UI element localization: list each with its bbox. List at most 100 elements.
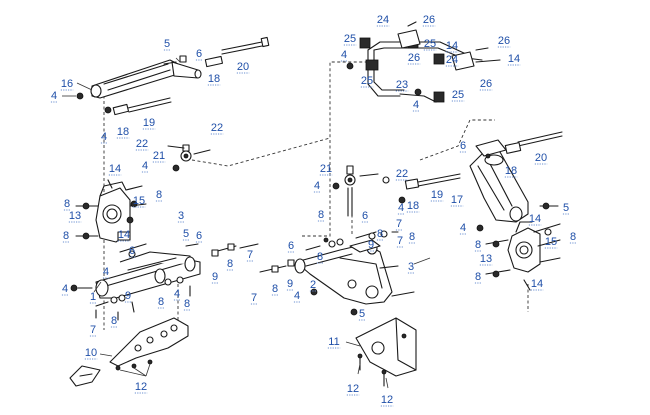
callout-label: 17	[451, 194, 463, 206]
callout-label: 4	[341, 49, 347, 61]
callout-label: 8	[409, 231, 415, 243]
pin-19-right	[398, 173, 461, 204]
callout-label: 4	[62, 283, 68, 295]
callout-label: 4	[142, 160, 148, 172]
callout-label: 11	[328, 336, 339, 348]
ball-joint-21-right	[332, 165, 390, 217]
callout-label: 8	[64, 198, 70, 210]
lower-a-arm-left	[95, 251, 201, 299]
callout-label: 25	[361, 75, 373, 87]
callout-label: 20	[535, 152, 547, 164]
callout-label: 26	[408, 52, 420, 64]
callout-label: 4	[314, 180, 320, 192]
callout-label: 8	[317, 251, 323, 263]
callout-label: 8	[158, 296, 164, 308]
callout-label: 12	[347, 383, 359, 395]
callout-label: 4	[174, 288, 180, 300]
pin-19-left	[127, 97, 172, 113]
callout-label: 13	[480, 253, 492, 265]
callout-label: 18	[505, 165, 517, 177]
bolt-20-right	[485, 131, 563, 159]
nut-4-b	[104, 106, 112, 114]
callout-label: 8	[184, 298, 190, 310]
callout-label: 18	[407, 200, 419, 212]
bolt-5-6-top	[163, 55, 187, 65]
callout-label: 9	[125, 290, 131, 302]
callout-label: 26	[423, 14, 435, 26]
callout-label: 26	[498, 35, 510, 47]
callout-label: 6	[196, 48, 202, 60]
callout-label: 7	[90, 324, 96, 336]
callout-label: 3	[408, 261, 414, 273]
callout-label: 18	[117, 126, 129, 138]
callout-label: 20	[237, 61, 249, 73]
lower-right-fasteners	[259, 230, 415, 316]
callout-label: 25	[344, 33, 356, 45]
callout-label: 4	[460, 222, 466, 234]
bolt-20-upper	[221, 36, 270, 55]
knuckle-13-right	[507, 221, 541, 273]
callout-label: 19	[143, 117, 155, 129]
callout-label: 4	[51, 90, 57, 102]
callout-label: 8	[318, 209, 324, 221]
callout-label: 8	[156, 189, 162, 201]
callout-label: 6	[129, 245, 135, 257]
callout-label: 8	[475, 271, 481, 283]
callout-label: 8	[227, 258, 233, 270]
callout-label: 8	[63, 230, 69, 242]
callout-label: 1	[90, 291, 96, 303]
callout-label: 4	[413, 99, 419, 111]
callout-label: 5	[563, 202, 569, 214]
callout-label: 24	[377, 14, 389, 26]
callout-label: 15	[545, 236, 557, 248]
callout-label: 7	[396, 218, 402, 230]
knuckle-13-left	[95, 179, 131, 243]
callout-label: 22	[396, 168, 408, 180]
callout-label: 5	[359, 308, 365, 320]
callout-label: 6	[460, 140, 466, 152]
knuckle-bolts-left	[75, 185, 147, 240]
callout-label: 22	[136, 138, 148, 150]
lower-a-arm-right	[294, 239, 393, 305]
callout-label: 9	[212, 271, 218, 283]
lower-left-fasteners	[70, 243, 259, 321]
callout-label: 22	[211, 122, 223, 134]
callout-label: 3	[178, 210, 184, 222]
sleeve-18-upper	[204, 55, 223, 68]
callout-label: 6	[196, 230, 202, 242]
callout-label: 14	[446, 40, 458, 52]
skid-plate-11-right	[355, 317, 417, 387]
callout-label: 5	[183, 228, 189, 240]
callout-label: 24	[446, 54, 458, 66]
callout-label: 6	[362, 210, 368, 222]
callout-leaders	[62, 57, 431, 389]
callout-label: 21	[153, 150, 165, 162]
callout-label: 14	[508, 53, 520, 65]
callout-label: 7	[251, 292, 257, 304]
callout-label: 14	[118, 229, 130, 241]
callout-label: 4	[398, 202, 404, 214]
callout-label: 14	[531, 278, 543, 290]
callout-label: 12	[135, 381, 147, 393]
ball-joint-21-left	[167, 144, 211, 172]
callout-label: 7	[397, 235, 403, 247]
callout-label: 18	[208, 73, 220, 85]
callout-label: 10	[85, 347, 97, 359]
callout-label: 8	[377, 228, 383, 240]
callout-label: 9	[368, 239, 374, 251]
callout-label: 8	[475, 239, 481, 251]
callout-label: 12	[381, 394, 393, 406]
callout-label: 8	[272, 283, 278, 295]
front-arrow-icon	[69, 365, 101, 387]
callout-label: 15	[133, 195, 145, 207]
callout-label: 4	[294, 290, 300, 302]
callout-label: 6	[288, 240, 294, 252]
callout-label: 8	[570, 231, 576, 243]
callout-label: 14	[529, 213, 541, 225]
stabilizer-bushings	[346, 21, 501, 103]
callout-label: 2	[310, 279, 316, 291]
knuckle-bolts-right	[476, 202, 561, 291]
